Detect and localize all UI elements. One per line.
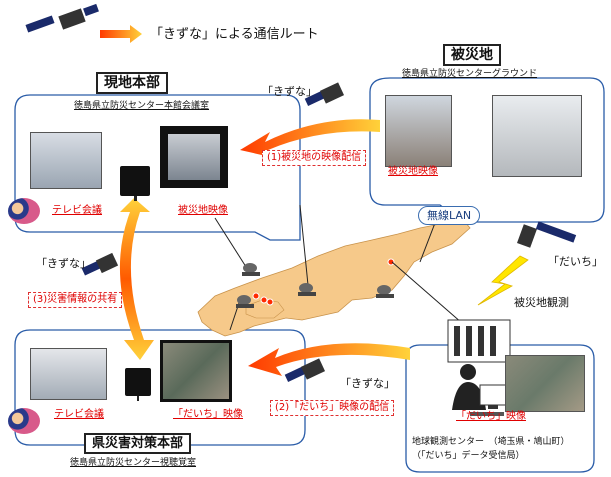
dish-antenna-2: [298, 283, 316, 296]
observation-building: [447, 319, 511, 363]
tokushima-dot-3: [266, 298, 274, 306]
pref-hq-tv-conf-label: テレビ会議: [54, 409, 104, 420]
dish-antenna-4: [376, 285, 394, 298]
saitama-dot: [387, 258, 395, 266]
kizuna-label-3: 「きずな」: [340, 377, 395, 390]
tokushima-dot-2: [260, 296, 268, 304]
field-hq-room-photo: [30, 132, 102, 189]
observation-label: 被災地観測: [514, 296, 569, 309]
tokushima-dot-1: [252, 292, 260, 300]
dish-antenna-1: [242, 263, 260, 276]
earth-center-image-label: 「だいち」映像: [456, 411, 526, 422]
pref-hq-image-label: 「だいち」映像: [173, 409, 243, 420]
earth-center-aerial-photo: [505, 355, 585, 412]
kizuna-satellite-icon-1: [304, 82, 345, 106]
field-hq-image-label: 被災地映像: [178, 205, 228, 216]
field-hq-screen-photo: [160, 126, 228, 188]
daichi-satellite-icon: [517, 221, 577, 248]
legend-text: 「きずな」による通信ルート: [150, 27, 319, 42]
earth-center-name: 地球観測センター （埼玉県・鳩山町）: [412, 437, 570, 447]
route-label-3: (3)災害情報の共有: [28, 292, 123, 308]
earth-center-note: （「だいち」データ受信局）: [412, 451, 525, 461]
disaster-site-photo-1: [385, 95, 452, 167]
pref-hq-outline: [14, 329, 306, 446]
kizuna-satellite-icon-3: [284, 358, 326, 382]
computer-monitor: [470, 384, 507, 416]
route-arrow-1: [240, 119, 380, 158]
disaster-site-subtitle: 徳島県立防災センターグラウンド: [402, 69, 538, 79]
wireless-lan-label: 無線LAN: [418, 206, 481, 225]
lightning-bolt-icon: [477, 255, 529, 306]
route-arrow-2: [248, 343, 410, 376]
pref-hq-room-photo: [30, 348, 107, 400]
daichi-label: 「だいち」: [548, 255, 603, 268]
route-label-2: (2)「だいち」映像の配信: [270, 400, 395, 416]
pref-hq-aerial-photo: [160, 340, 232, 402]
dish-antenna-3: [236, 295, 254, 308]
kizuna-label-1: 「きずな」: [262, 85, 317, 98]
field-hq-tv-conf-label: テレビ会議: [52, 205, 102, 216]
disaster-site-title: 被災地: [443, 44, 501, 66]
route-label-1: (1)被災地の映像配信: [262, 150, 367, 166]
field-hq-tv: [120, 166, 150, 201]
route-arrow-3: [119, 198, 154, 360]
field-hq-people-icon: [8, 198, 40, 224]
japan-map: [197, 215, 471, 337]
pref-hq-subtitle: 徳島県立防災センター視聴覚室: [70, 458, 197, 468]
pref-hq-title: 県災害対策本部: [84, 433, 192, 454]
kizuna-satellite-icon-2: [81, 252, 119, 276]
pref-hq-people-icon: [8, 408, 40, 434]
kizuna-label-2: 「きずな」: [36, 257, 91, 270]
legend-satellite-icon: [25, 3, 99, 33]
disaster-site-image-label: 被災地映像: [388, 166, 438, 177]
disaster-site-photo-2: [492, 95, 582, 177]
field-hq-outline: [14, 94, 301, 241]
field-hq-title: 現地本部: [96, 72, 168, 94]
field-hq-subtitle: 徳島県立防災センター本館会議室: [74, 101, 210, 111]
legend-arrow: [100, 25, 142, 43]
pref-hq-tv: [125, 368, 151, 401]
operator-figure: [452, 364, 486, 410]
